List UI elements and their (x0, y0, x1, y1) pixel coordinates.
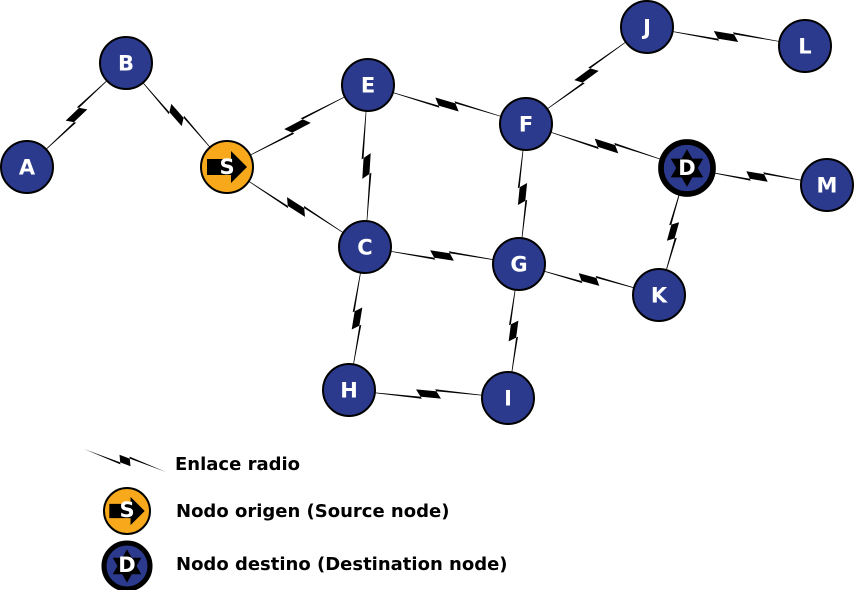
node-i: I (481, 371, 535, 425)
radio-link-g-i (508, 264, 519, 398)
node-label: E (361, 73, 375, 97)
node-label: S (119, 498, 134, 522)
radio-link-a-b (27, 63, 126, 167)
radio-link-s-c (227, 167, 365, 247)
node-s: S (200, 140, 254, 194)
radio-link-c-g (365, 247, 519, 264)
node-j: J (620, 0, 674, 54)
radio-link-f-j (526, 27, 647, 124)
node-label: L (798, 34, 811, 58)
node-label: F (519, 112, 533, 136)
node-legend-s: S (103, 487, 151, 535)
node-legend-d: D (101, 540, 153, 590)
radio-link-f-d (526, 124, 687, 168)
node-k: K (632, 268, 686, 322)
legend-destination-node-label: Nodo destino (Destination node) (176, 554, 508, 575)
source-node-icon: S (103, 487, 151, 535)
node-label: C (357, 235, 372, 259)
radio-link-b-s (126, 63, 227, 167)
radio-link-j-l (647, 27, 805, 46)
radio-link-icon (84, 449, 166, 472)
node-f: F (499, 97, 553, 151)
legend-radio-link-label: Enlace radio (175, 454, 300, 475)
radio-link-f-g (517, 124, 528, 264)
node-b: B (99, 36, 153, 90)
radio-link-c-h (349, 247, 365, 390)
radio-link-s-e (227, 85, 368, 167)
node-label: A (19, 155, 36, 179)
radio-link-h-i (349, 389, 508, 399)
arrow-icon (109, 496, 145, 526)
node-label: H (340, 378, 358, 402)
node-label: D (678, 156, 695, 180)
node-h: H (322, 363, 376, 417)
legend-source-node-label: Nodo origen (Source node) (176, 501, 449, 522)
node-m: M (800, 158, 854, 212)
radio-link-g-k (519, 264, 659, 295)
node-label: S (219, 155, 234, 179)
network-nodes: A B S E C F J L D M G K H I (0, 0, 854, 425)
radio-link-d-m (687, 168, 827, 185)
radio-link-k-d (659, 168, 687, 295)
node-label: G (510, 252, 527, 276)
node-label: K (651, 283, 668, 307)
star-icon (112, 557, 142, 583)
node-label: I (504, 386, 512, 410)
radio-link-symbol (84, 449, 166, 472)
node-g: G (492, 237, 546, 291)
node-label: M (817, 173, 838, 197)
legend: Enlace radio S Nodo origen (Source node)… (84, 449, 508, 590)
arrow-icon (207, 151, 247, 183)
node-l: L (778, 19, 832, 73)
node-d: D (658, 139, 716, 197)
radio-links (27, 27, 827, 399)
radio-link-e-f (368, 85, 526, 124)
node-c: C (338, 220, 392, 274)
node-label: B (118, 51, 134, 75)
node-label: J (641, 15, 651, 39)
node-label: D (118, 553, 135, 577)
node-e: E (341, 58, 395, 112)
destination-node-icon: D (101, 540, 153, 590)
star-icon (670, 158, 704, 187)
node-a: A (0, 140, 54, 194)
radio-link-e-c (361, 85, 372, 247)
